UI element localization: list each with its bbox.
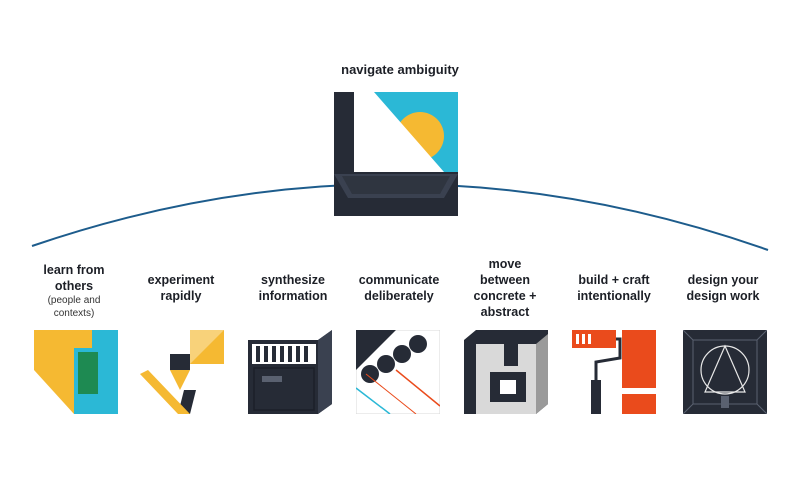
- skill-label: build + craft intentionally: [577, 273, 651, 303]
- skill-label: design your design work: [686, 273, 760, 303]
- file-cabinet-icon: [248, 330, 332, 414]
- concrete-abstract-icon: [464, 330, 548, 414]
- skill-label: learn from others: [43, 263, 105, 293]
- central-skill-title: navigate ambiguity: [341, 62, 459, 77]
- skill-experiment-rapidly: experiment rapidly: [133, 272, 229, 304]
- skill-synthesize-information: synthesize information: [245, 272, 341, 304]
- skill-communicate-deliberately: communicate deliberately: [351, 272, 447, 304]
- skill-label: move between concrete + abstract: [473, 257, 537, 319]
- skill-design-your-design-work: design your design work: [675, 272, 771, 304]
- skill-sublabel: (people and contexts): [47, 295, 101, 319]
- skill-label: experiment rapidly: [147, 273, 215, 303]
- paint-roller-icon: [572, 330, 656, 414]
- skill-label: communicate deliberately: [358, 273, 440, 303]
- skill-build-craft-intentionally: build + craft intentionally: [566, 272, 662, 304]
- skill-learn-from-others: learn from others (people and contexts): [26, 262, 122, 320]
- skill-label: synthesize information: [258, 273, 328, 303]
- ambiguity-icon: [334, 92, 458, 216]
- experiment-icon: [140, 330, 224, 414]
- design-frame-icon: [683, 330, 767, 414]
- skill-move-between-concrete-abstract: move between concrete + abstract: [457, 256, 553, 320]
- learn-icon: [34, 330, 118, 414]
- communicate-icon: [356, 330, 440, 414]
